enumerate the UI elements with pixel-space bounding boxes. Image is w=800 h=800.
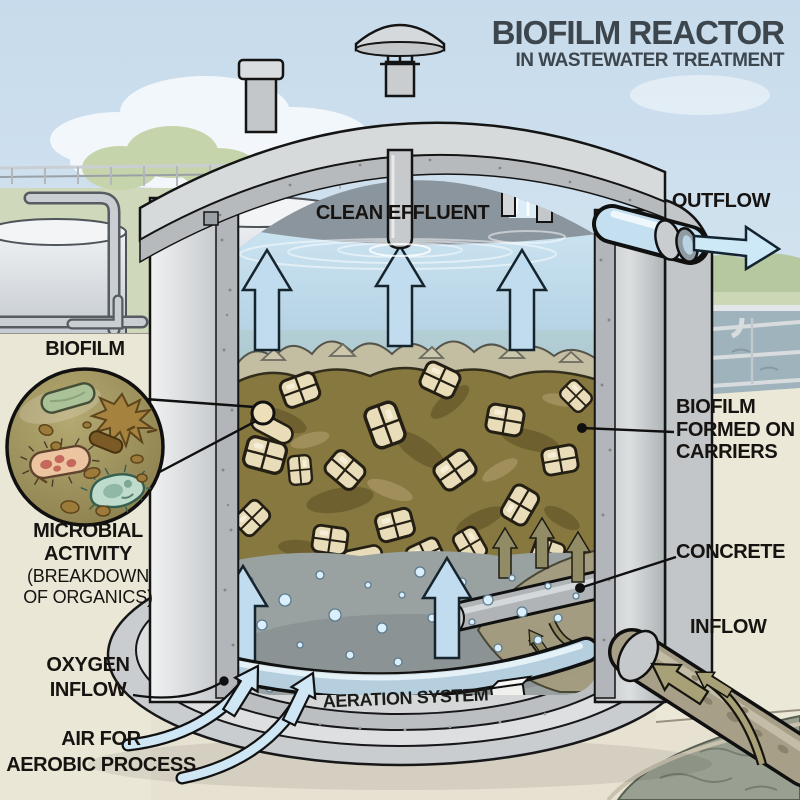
label-air-aerobic: AIR FOR AEROBIC PROCESS — [6, 728, 196, 776]
biofilm-microbes-inset — [5, 367, 165, 527]
title-subtitle: IN WASTEWATER TREATMENT — [515, 50, 784, 71]
air-arrow-icons — [121, 657, 326, 785]
label-concrete: CONCRETE — [676, 541, 786, 563]
label-inflow: INFLOW — [690, 616, 767, 638]
title-main: BIOFILM REACTOR — [491, 14, 785, 51]
magnified-spot-ring — [250, 400, 276, 426]
label-biofilm: BIOFILM — [45, 338, 125, 360]
diagram-title: BIOFILM REACTOR IN WASTEWATER TREATMENT — [491, 14, 785, 72]
label-oxygen-inflow: OXYGEN INFLOW — [46, 654, 130, 701]
inflow-curved-arrow-icon — [690, 663, 767, 766]
aeration-connector-right — [488, 675, 533, 695]
label-microbial-activity: MICROBIAL ACTIVITY (BREAKDOWN OF ORGANIC… — [23, 520, 153, 607]
label-outflow: OUTFLOW — [671, 190, 771, 212]
tank-right-wall — [593, 198, 714, 704]
callout-lines — [132, 397, 677, 699]
central-pipe — [369, 148, 431, 257]
outflow-arrow-icon — [692, 224, 782, 272]
microbe-brown-capsule — [88, 430, 124, 454]
label-clean-effluent: CLEAN EFFLUENT — [315, 202, 490, 224]
microbe-amoeba — [89, 392, 156, 449]
tank-interior — [237, 180, 598, 695]
microbe-pink-rod — [20, 437, 100, 487]
microbe-organic-particles — [38, 421, 148, 517]
microbe-green-rod — [40, 382, 96, 414]
vent-cap-icon — [354, 23, 446, 98]
label-biofilm-carriers: BIOFILM FORMED ON CARRIERS — [676, 396, 795, 464]
background-pipes — [0, 191, 149, 337]
vent-pipe-icon — [237, 58, 285, 134]
outflow-pipe — [592, 204, 710, 265]
